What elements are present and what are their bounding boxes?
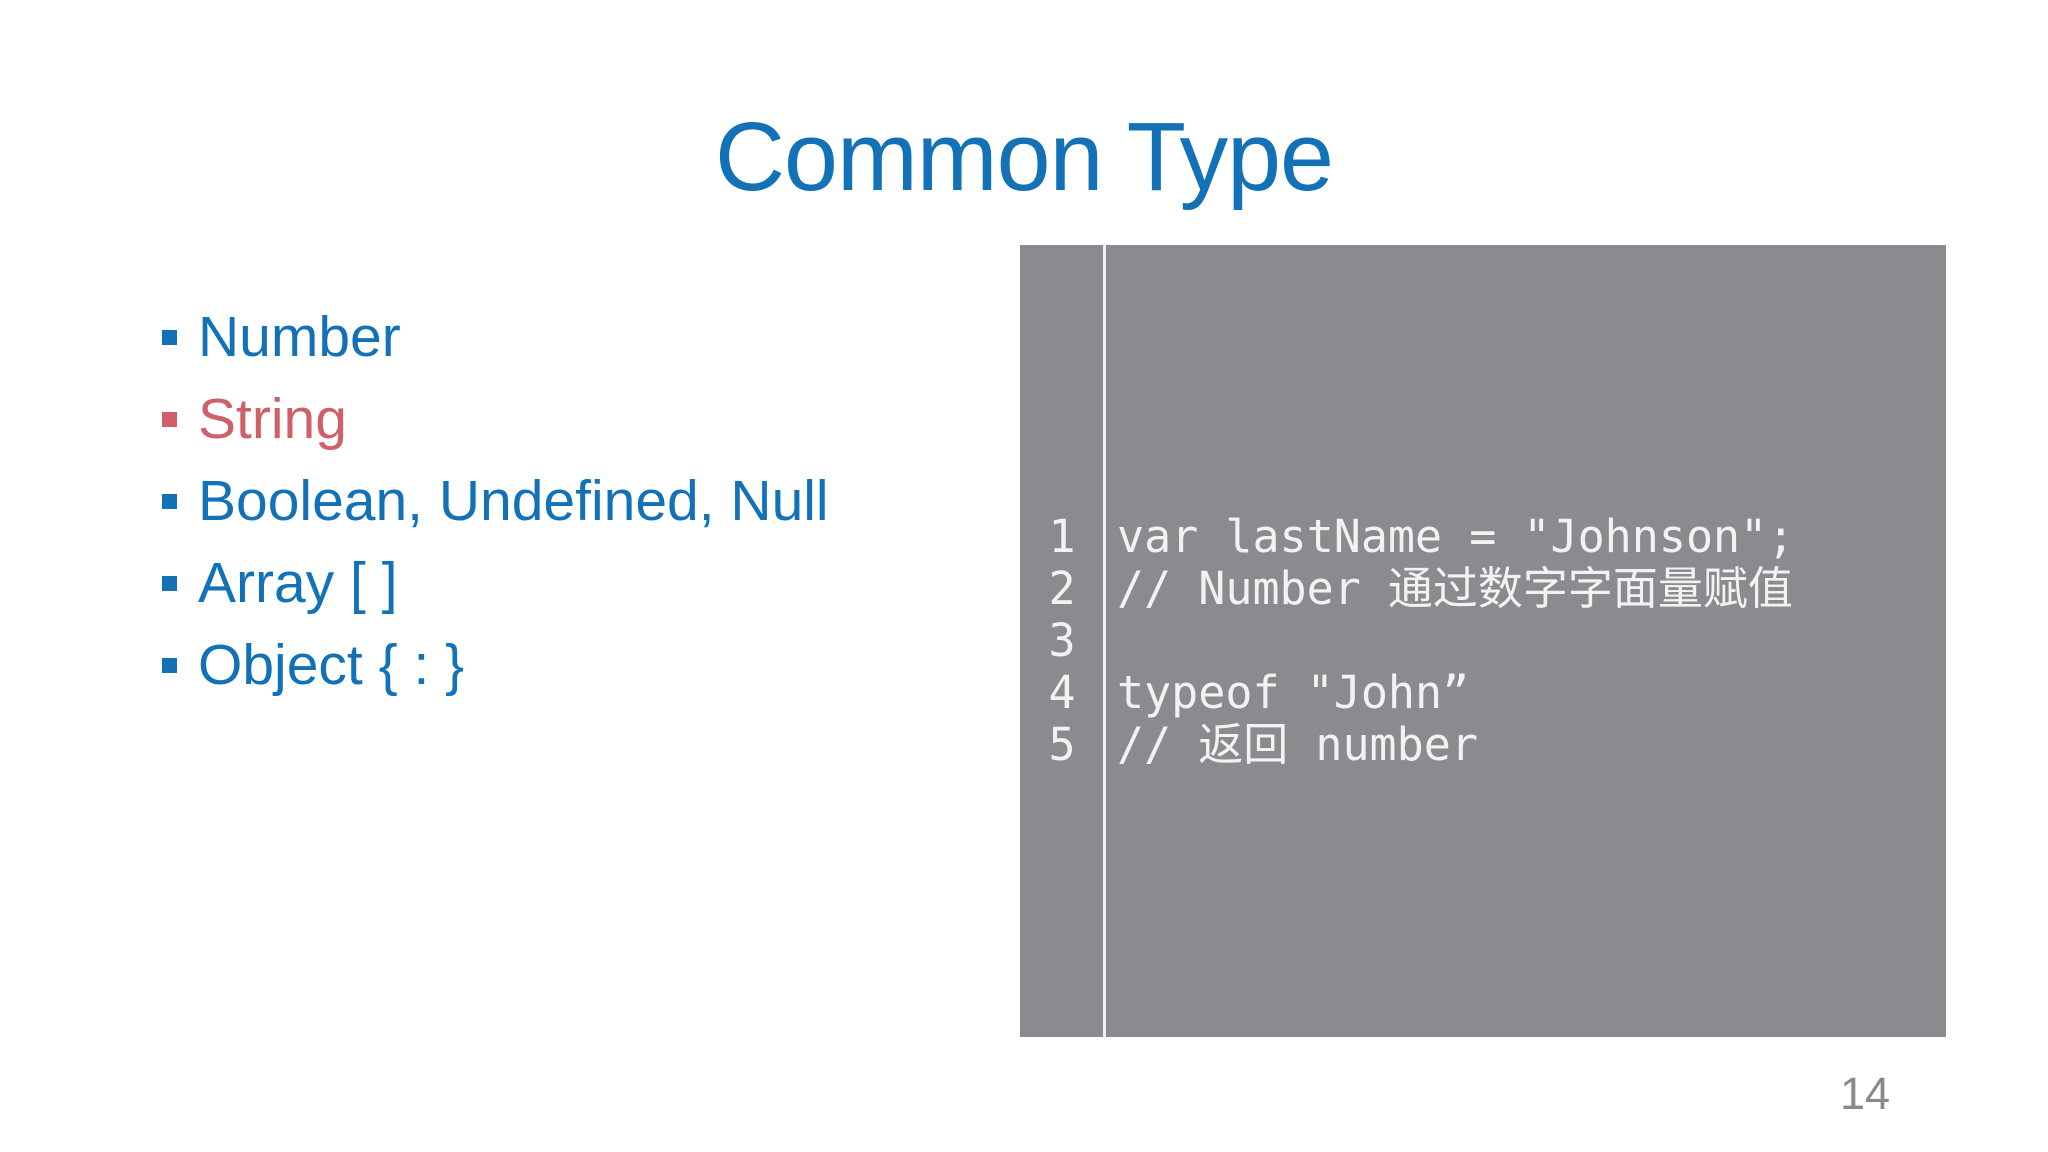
list-item-string: String <box>162 378 829 460</box>
code-line: 5 // 返回 number <box>1020 719 1946 771</box>
line-number: 3 <box>1048 614 1076 667</box>
code-line: 1 var lastName = "Johnson"; <box>1020 511 1946 563</box>
code-lines: 1 var lastName = "Johnson"; 2 // Number … <box>1020 245 1946 1037</box>
code-text: // 返回 number <box>1117 718 1478 771</box>
bullet-square-icon <box>162 411 177 427</box>
code-line: 2 // Number 通过数字字面量赋值 <box>1020 563 1946 615</box>
list-item-label: Number <box>198 305 401 369</box>
line-number: 1 <box>1048 510 1076 563</box>
code-text: typeof "John” <box>1117 666 1470 719</box>
line-number: 2 <box>1048 562 1076 615</box>
bullet-square-icon <box>162 575 177 591</box>
code-text: // Number 通过数字字面量赋值 <box>1117 562 1793 615</box>
list-item-label: String <box>198 387 347 451</box>
list-item-boolean-undefined-null: Boolean, Undefined, Null <box>162 460 829 542</box>
page-title: Common Type <box>715 102 1334 211</box>
code-text <box>1107 615 1946 667</box>
page-number: 14 <box>1840 1068 1891 1119</box>
list-item-object: Object { : } <box>162 624 829 706</box>
code-line: 3 <box>1020 615 1946 667</box>
code-line: 4 typeof "John” <box>1020 667 1946 719</box>
line-number: 4 <box>1048 666 1076 719</box>
bullet-square-icon <box>162 493 177 509</box>
type-list: Number String Boolean, Undefined, Null A… <box>162 296 829 706</box>
line-number-gutter-divider <box>1103 245 1106 1037</box>
code-text: var lastName = "Johnson"; <box>1117 510 1795 563</box>
list-item-number: Number <box>162 296 829 378</box>
code-block: 1 var lastName = "Johnson"; 2 // Number … <box>1020 245 1946 1037</box>
list-item-label: Object { : } <box>198 633 465 697</box>
list-item-label: Array [ ] <box>198 551 398 615</box>
list-item-array: Array [ ] <box>162 542 829 624</box>
bullet-square-icon <box>162 329 177 345</box>
line-number: 5 <box>1048 718 1076 771</box>
bullet-square-icon <box>162 657 177 673</box>
list-item-label: Boolean, Undefined, Null <box>198 469 829 533</box>
